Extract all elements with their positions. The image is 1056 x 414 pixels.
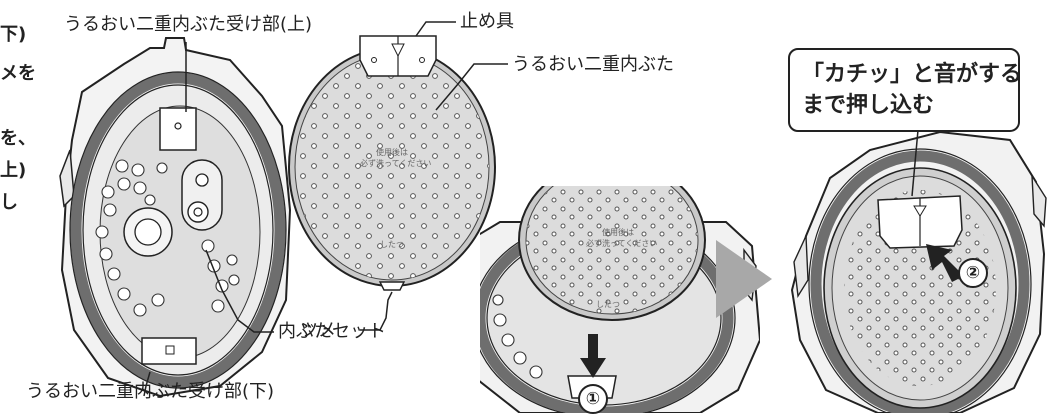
assembled-lid	[790, 130, 1047, 413]
edge-text-1: 下)	[0, 24, 27, 45]
mid-lid-print-line1: 使用後は	[602, 228, 634, 237]
label-claw: ツメ	[300, 320, 336, 341]
step-1-label: ①	[585, 389, 601, 409]
mid-lid-print-mark: したつ	[596, 300, 620, 309]
lid-print-line2: 必ず洗ってください	[360, 159, 432, 168]
mid-lid-print-line2: 必ず洗ってください	[586, 239, 658, 248]
edge-text-5: し	[0, 192, 18, 213]
step-2-label: ②	[965, 263, 981, 283]
label-upper-receiver: うるおい二重内ぶた受け部(上)	[64, 14, 313, 35]
fin-left	[59, 149, 75, 208]
leader-lines	[143, 21, 919, 397]
callout-line2: まで押し込む	[802, 93, 935, 118]
click-callout: 「カチッ」と音がする まで押し込む	[788, 48, 1023, 132]
label-lid-set: 内ぶたセット	[278, 321, 386, 342]
lid-set-frame	[59, 37, 292, 398]
edge-text-3: を、	[0, 128, 36, 149]
double-inner-lid	[288, 35, 496, 291]
insert-step	[480, 186, 760, 413]
claw	[378, 281, 406, 291]
step-1-badge: ①	[578, 384, 608, 414]
lid-print-mark: したつ	[380, 240, 404, 249]
edge-text-2: メを	[0, 63, 36, 84]
down-arrow	[580, 334, 606, 378]
edge-text-4: 上)	[0, 160, 27, 181]
push-arrow	[926, 244, 964, 282]
label-lower-receiver: うるおい二重内ぶた受け部(下)	[26, 381, 275, 402]
label-double-lid: うるおい二重内ぶた	[512, 54, 674, 75]
callout-line1: 「カチッ」と音がする	[802, 62, 1023, 87]
transition-arrow	[716, 240, 772, 318]
step-2-badge: ②	[958, 258, 988, 288]
lid-print-line1: 使用後は	[376, 148, 408, 157]
label-stopper: 止め具	[460, 11, 514, 32]
gasket	[70, 72, 286, 388]
